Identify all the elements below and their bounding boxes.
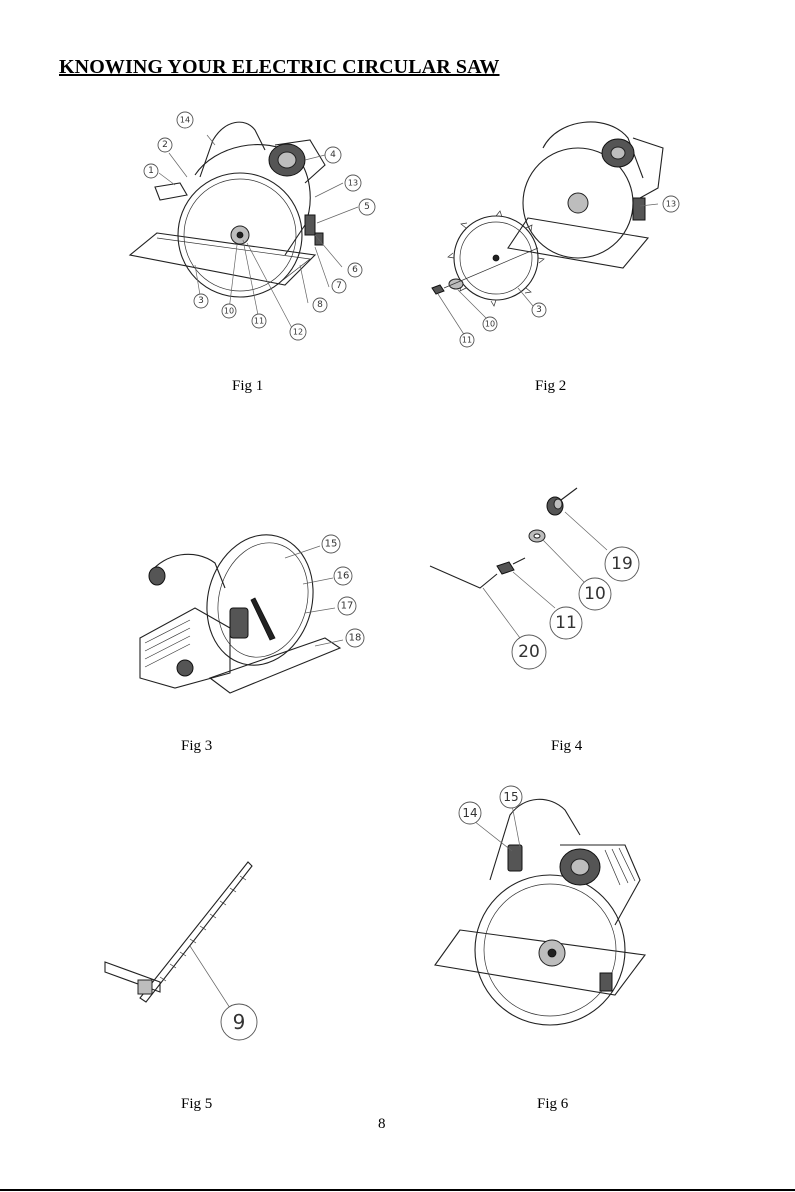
figure-2-blade-assembly-diagram: 13 3 10 11	[418, 108, 683, 348]
callout-number: 10	[224, 307, 234, 316]
callout-number: 12	[293, 328, 303, 337]
callout-number: 13	[666, 200, 676, 209]
callout-number: 10	[584, 584, 606, 604]
callout-number: 8	[317, 300, 323, 310]
figure-3-caption: Fig 3	[181, 738, 212, 755]
callout-number: 6	[352, 265, 358, 275]
callout-number: 5	[364, 202, 370, 212]
callout-number: 17	[341, 601, 354, 612]
figure-4-caption: Fig 4	[551, 738, 582, 755]
callout-number: 13	[348, 179, 358, 188]
callout-number: 11	[462, 336, 472, 345]
callout-number: 16	[337, 571, 350, 582]
callout-number: 11	[555, 613, 577, 633]
figure-1-saw-parts-diagram: 1 2 3 4 5 6 7 8 10 11 12 13 14	[135, 105, 385, 350]
callout-number: 4	[330, 150, 336, 160]
figure-5-parallel-guide-diagram: 9	[100, 858, 275, 1053]
callout-number: 3	[536, 305, 542, 315]
callout-number: 2	[162, 140, 168, 150]
page-title: KNOWING YOUR ELECTRIC CIRCULAR SAW	[59, 56, 500, 79]
figure-5-caption: Fig 5	[181, 1096, 212, 1113]
figure-6-saw-overview-diagram: 14 15	[440, 785, 665, 1055]
page-number: 8	[378, 1116, 386, 1133]
callout-number: 19	[611, 554, 633, 574]
figure-3-saw-rear-view-diagram: 15 16 17 18	[135, 528, 375, 723]
callout-number: 15	[325, 539, 338, 550]
callout-number: 14	[462, 806, 477, 820]
figure-2-caption: Fig 2	[535, 378, 566, 395]
figure-4-blade-fixing-parts-diagram: 19 10 11 20	[425, 478, 655, 673]
figure-1-caption: Fig 1	[232, 378, 263, 395]
callout: 1	[148, 166, 154, 176]
callout-number: 20	[518, 642, 540, 662]
callout-number: 14	[180, 116, 190, 125]
bottom-divider	[0, 1189, 795, 1191]
callout-number: 10	[485, 320, 495, 329]
figure-6-caption: Fig 6	[537, 1096, 568, 1113]
callout-number: 7	[336, 281, 342, 291]
callout-number: 9	[233, 1010, 246, 1034]
callout-number: 11	[254, 317, 264, 326]
callout-number: 18	[349, 633, 362, 644]
callout-number: 15	[503, 790, 518, 804]
callout-number: 3	[198, 296, 204, 306]
